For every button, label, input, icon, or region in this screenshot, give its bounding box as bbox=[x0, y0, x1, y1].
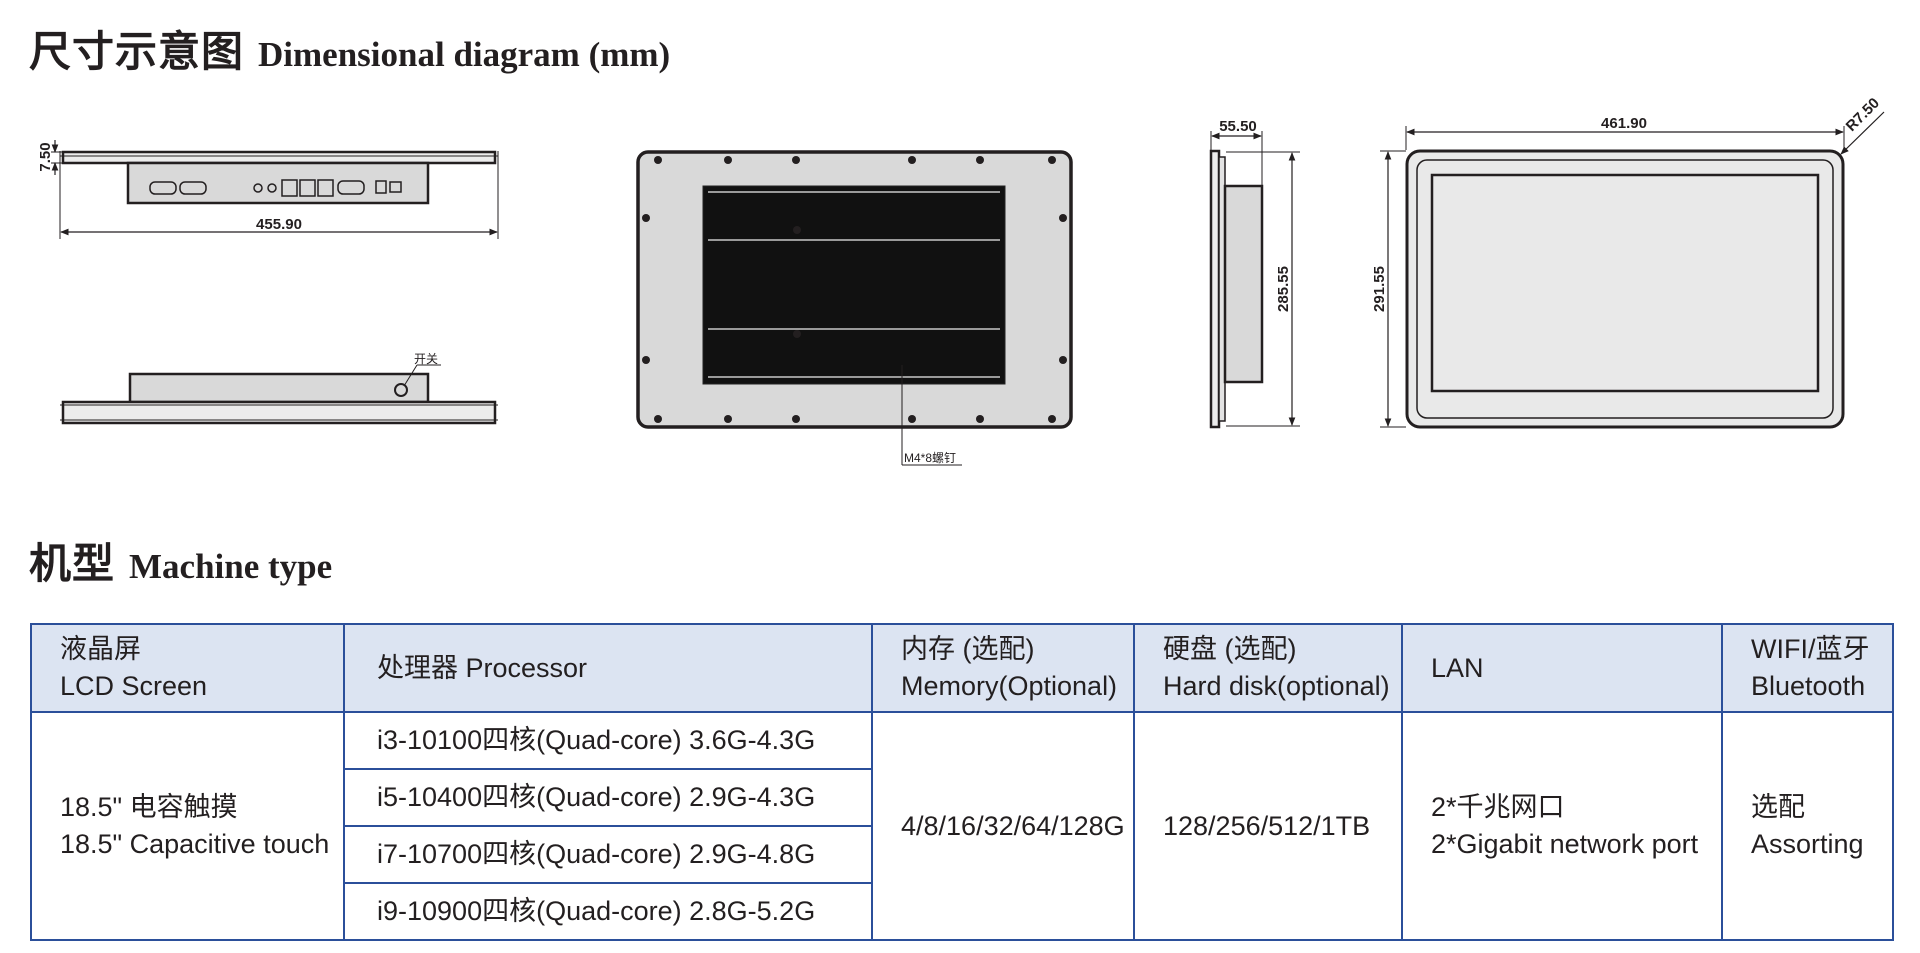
cell-processor-i9: i9-10900四核(Quad-core) 2.8G-5.2G bbox=[343, 882, 873, 941]
dim-bottom-width: 455.90 bbox=[256, 216, 302, 233]
cell-processor-i7: i7-10700四核(Quad-core) 2.9G-4.8G bbox=[343, 825, 873, 884]
header-lcd: 液晶屏 LCD Screen bbox=[30, 623, 345, 713]
machine-spec-table: 液晶屏 LCD Screen 处理器 Processor 内存 (选配) Mem… bbox=[30, 623, 1894, 941]
dim-front-width: 461.90 bbox=[1601, 115, 1647, 132]
cell-processor-i5: i5-10400四核(Quad-core) 2.9G-4.3G bbox=[343, 768, 873, 827]
dimensional-drawings: 455.90 7.50 开关 bbox=[37, 95, 1885, 466]
dim-side-height: 285.55 bbox=[1275, 266, 1292, 312]
power-switch-label: 开关 bbox=[414, 352, 438, 366]
header-memory: 内存 (选配) Memory(Optional) bbox=[871, 623, 1135, 713]
dim-front-height: 291.55 bbox=[1371, 266, 1388, 312]
dimensional-diagram-title: 尺寸示意图 Dimensional diagram (mm) bbox=[29, 18, 670, 79]
cell-memory: 4/8/16/32/64/128G bbox=[871, 711, 1135, 941]
table-header-row: 液晶屏 LCD Screen 处理器 Processor 内存 (选配) Mem… bbox=[30, 623, 1894, 713]
side-view-drawing bbox=[1209, 131, 1300, 429]
table-row: i7-10700四核(Quad-core) 2.9G-4.8G bbox=[31, 825, 1893, 884]
dimensional-title-cn: 尺寸示意图 bbox=[29, 27, 245, 76]
machine-title-en: Machine type bbox=[129, 547, 333, 586]
cell-processor-i3: i3-10100四核(Quad-core) 3.6G-4.3G bbox=[343, 711, 873, 770]
cell-wifi: 选配 Assorting bbox=[1721, 711, 1894, 941]
header-disk: 硬盘 (选配) Hard disk(optional) bbox=[1133, 623, 1403, 713]
machine-title-cn: 机型 bbox=[29, 539, 116, 588]
screw-note-label: M4*8螺钉 bbox=[904, 451, 956, 465]
table-row: i9-10900四核(Quad-core) 2.8G-5.2G bbox=[31, 882, 1893, 941]
top-view-drawing bbox=[51, 140, 499, 239]
header-processor: 处理器 Processor bbox=[343, 623, 873, 713]
cell-disk: 128/256/512/1TB bbox=[1133, 711, 1403, 941]
dimensional-title-en: Dimensional diagram (mm) bbox=[258, 35, 671, 74]
cell-lcd: 18.5" 电容触摸 18.5" Capacitive touch bbox=[30, 711, 345, 941]
header-wifi: WIFI/蓝牙 Bluetooth bbox=[1721, 623, 1894, 713]
table-row: 18.5" 电容触摸 18.5" Capacitive touch i3-101… bbox=[30, 711, 1894, 941]
dim-corner-radius: R7.50 bbox=[1843, 95, 1883, 135]
io-ports bbox=[149, 179, 402, 197]
table-row: i5-10400四核(Quad-core) 2.9G-4.3G bbox=[31, 768, 1893, 827]
rear-view-drawing bbox=[636, 150, 1073, 466]
header-lan: LAN bbox=[1401, 623, 1723, 713]
front-view-drawing bbox=[1380, 111, 1885, 429]
cell-lan: 2*千兆网口 2*Gigabit network port bbox=[1401, 711, 1723, 941]
dim-side-depth: 55.50 bbox=[1219, 118, 1257, 135]
machine-type-title: 机型 Machine type bbox=[29, 530, 332, 591]
dim-bezel-thickness: 7.50 bbox=[37, 142, 54, 171]
bottom-view-drawing bbox=[60, 364, 498, 425]
